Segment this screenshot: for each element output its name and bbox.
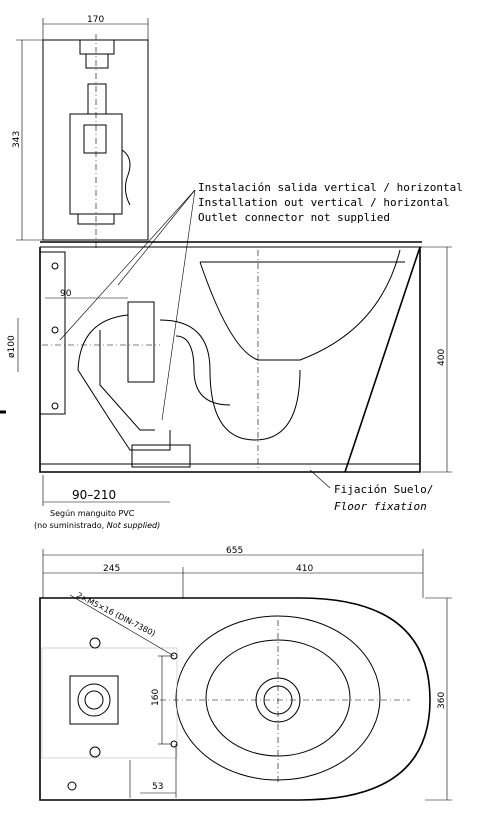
elevation-view: 170 343 [0, 15, 463, 530]
outlet-pipe [42, 301, 191, 468]
note-pvc: Según manguito PVC [50, 509, 135, 518]
dim-hole-spacing: 160 [151, 689, 161, 706]
dim-right-410: 410 [296, 564, 313, 574]
bowl-body [39, 247, 421, 473]
dim-range: 90–210 [72, 488, 116, 502]
dim-height-400: 400 [437, 349, 447, 366]
flush-mechanism [69, 34, 131, 250]
note-install-es: Instalación salida vertical / horizontal [198, 181, 463, 194]
note-supplied-es: (no suministrado, [34, 521, 107, 530]
dim-depth-360: 360 [437, 692, 447, 709]
note-floor-fix-es: Fijación Suelo/ [334, 483, 433, 496]
dim-left-245: 245 [103, 564, 120, 574]
bowl-interior [199, 249, 401, 361]
dim-tank-width: 170 [87, 15, 104, 25]
siphon-trap [159, 319, 301, 441]
note-floor-fix-en: Floor fixation [334, 500, 427, 513]
outlet-square [69, 675, 119, 725]
dim-tank-height: 343 [12, 131, 22, 148]
dim-total-length: 655 [226, 546, 243, 556]
note-supplied-en: Not supplied) [107, 521, 161, 530]
dim-pipe-diameter: ø100 [7, 335, 17, 358]
wall-flange [39, 251, 66, 415]
dim-offset-53: 53 [152, 782, 163, 792]
note-supplied: (no suministrado, Not supplied) [34, 521, 160, 530]
cistern-outline [42, 39, 149, 241]
plan-view: 655 245 410 2×M5×16 (DIN-7380) [39, 546, 452, 801]
note-install-en: Installation out vertical / horizontal [198, 196, 450, 209]
plan-outline [39, 597, 431, 801]
dim-offset-90: 90 [60, 289, 72, 299]
note-not-supplied: Outlet connector not supplied [198, 211, 390, 224]
